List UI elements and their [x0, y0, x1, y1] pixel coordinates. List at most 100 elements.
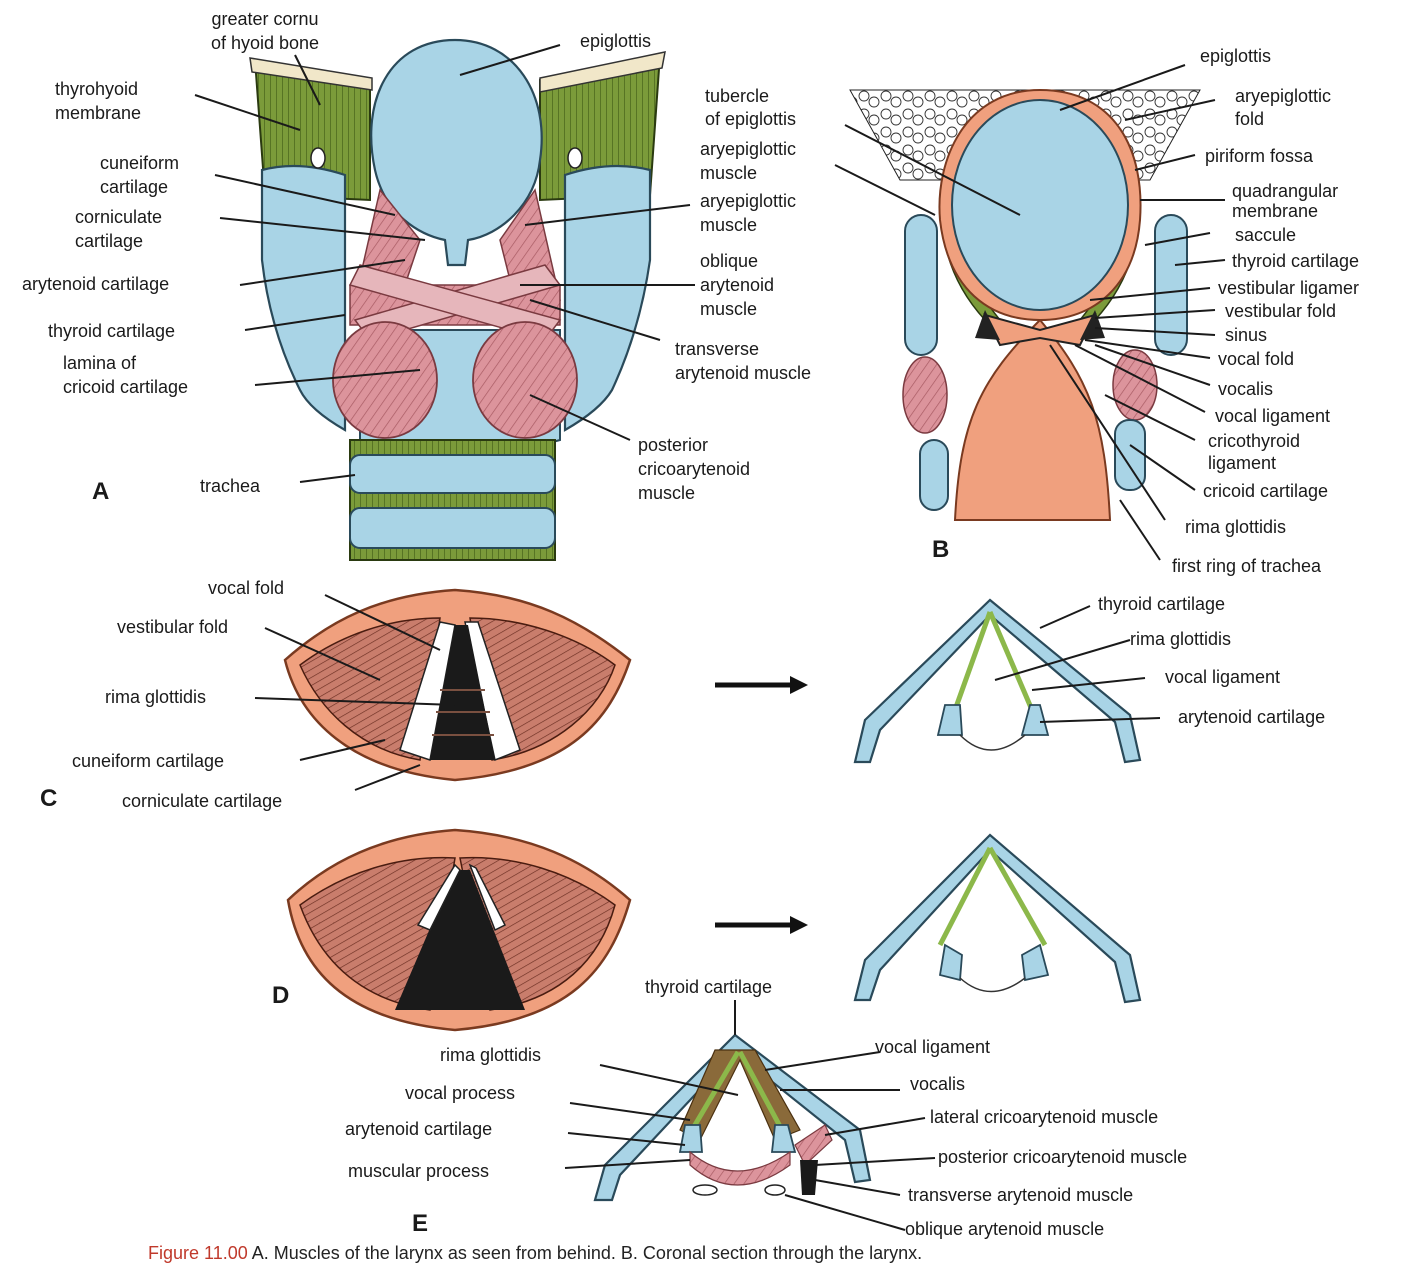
arrow-d-head	[790, 916, 808, 934]
panel-label-e: E	[412, 1210, 428, 1238]
label-thyroid-cartilage-a: thyroid cartilage	[48, 320, 175, 343]
label-vocal-ligament-c: vocal ligament	[1165, 666, 1280, 689]
label-thyrohyoid: thyrohyoid	[55, 78, 138, 101]
label-arytenoid-cartilage-a: arytenoid cartilage	[22, 273, 169, 296]
label-piriform-fossa: piriform fossa	[1205, 145, 1313, 168]
label-posterior: posterior	[638, 434, 708, 457]
epiglottis-b	[952, 100, 1128, 310]
label-epiglottis-a: epiglottis	[580, 30, 651, 53]
label-transverse: transverse	[675, 338, 759, 361]
label-tubercle: tubercle	[705, 85, 769, 108]
posterior-cricoarytenoid-left	[333, 322, 437, 438]
label-corniculate: corniculate	[75, 206, 162, 229]
label-vestibular-fold-c: vestibular fold	[117, 616, 228, 639]
label-posterior-muscle: muscle	[638, 482, 695, 505]
label-rima-glottidis-e: rima glottidis	[440, 1044, 541, 1067]
label-aryepiglottic-a: aryepiglottic	[700, 190, 796, 213]
label-vocal-fold-b: vocal fold	[1218, 348, 1294, 371]
lateral-cricoarytenoid-e	[795, 1125, 832, 1165]
label-first-ring: first ring of trachea	[1172, 555, 1321, 578]
label-corniculate-cartilage-c: corniculate cartilage	[122, 790, 282, 813]
label-quadrangular-membrane: membrane	[1232, 200, 1318, 223]
label-epiglottis-b: epiglottis	[1200, 45, 1271, 68]
transverse-arytenoid-e	[690, 1152, 790, 1185]
label-sinus: sinus	[1225, 324, 1267, 347]
thyroid-cartilage-left	[262, 166, 345, 430]
label-rima-glottidis-b: rima glottidis	[1185, 516, 1286, 539]
leader-lines-e	[565, 1000, 935, 1230]
label-thyroid-cartilage-b: thyroid cartilage	[1232, 250, 1359, 273]
thyroid-cartilage-b-left	[905, 215, 937, 355]
panel-c-glottis-view	[255, 590, 1160, 790]
label-oblique: oblique	[700, 250, 758, 273]
cricoid-cartilage-b-left	[920, 440, 948, 510]
figure-caption-text: A. Muscles of the larynx as seen from be…	[252, 1243, 922, 1263]
label-vocalis-e: vocalis	[910, 1073, 965, 1096]
label-lateral-cricoarytenoid: lateral cricoarytenoid muscle	[930, 1106, 1158, 1129]
label-aryepiglottic-muscle-b: muscle	[700, 162, 757, 185]
posterior-cricoarytenoid-right	[473, 322, 577, 438]
label-muscular-process: muscular process	[348, 1160, 489, 1183]
label-of-epiglottis: of epiglottis	[705, 108, 796, 131]
figure-caption: Figure 11.00 A. Muscles of the larynx as…	[148, 1243, 922, 1264]
label-arytenoid-cartilage-c: arytenoid cartilage	[1178, 706, 1325, 729]
label-vocal-process: vocal process	[405, 1082, 515, 1105]
label-rima-glottidis-c-right: rima glottidis	[1130, 628, 1231, 651]
label-vestibular-ligament: vestibular ligamer	[1218, 277, 1359, 300]
arytenoid-schematic-c-left	[938, 705, 962, 735]
label-aryepiglottic-fold: aryepiglottic	[1235, 85, 1331, 108]
label-trachea: trachea	[200, 475, 260, 498]
cricoid-arc-d	[960, 978, 1025, 992]
cricoid-ring-e-left	[693, 1185, 717, 1195]
tracheal-ring-2	[350, 508, 555, 548]
label-posterior-cricoarytenoid: posterior cricoarytenoid muscle	[938, 1146, 1187, 1169]
label-corniculate-cartilage: cartilage	[75, 230, 143, 253]
label-lamina-of: lamina of	[63, 352, 136, 375]
label-oblique-muscle: muscle	[700, 298, 757, 321]
label-vocal-ligament-e: vocal ligament	[875, 1036, 990, 1059]
figure-number: Figure 11.00	[148, 1243, 248, 1263]
label-oblique-arytenoid: arytenoid	[700, 274, 774, 297]
label-cricothyroid-ligament: ligament	[1208, 452, 1276, 475]
label-aryepiglottic-muscle-a: muscle	[700, 214, 757, 237]
label-cricoid-cartilage-a: cricoid cartilage	[63, 376, 188, 399]
arytenoid-schematic-c-right	[1022, 705, 1048, 735]
label-cricothyroid: cricothyroid	[1208, 430, 1300, 453]
label-of-hyoid-bone: of hyoid bone	[175, 32, 355, 55]
cricoid-arc-c	[960, 735, 1025, 750]
label-membrane-a: membrane	[55, 102, 141, 125]
cricothyroid-muscle-b-left	[903, 357, 947, 433]
label-cricoarytenoid: cricoarytenoid	[638, 458, 750, 481]
label-cuneiform-cartilage-c: cuneiform cartilage	[72, 750, 224, 773]
label-thyroid-cartilage-e: thyroid cartilage	[645, 976, 772, 999]
label-fold: fold	[1235, 108, 1264, 131]
label-transverse-arytenoid: transverse arytenoid muscle	[908, 1184, 1133, 1207]
label-thyroid-cartilage-c: thyroid cartilage	[1098, 593, 1225, 616]
label-vocal-fold-c: vocal fold	[208, 577, 284, 600]
arytenoid-schematic-d-left	[940, 945, 962, 980]
label-saccule: saccule	[1235, 224, 1296, 247]
panel-label-a: A	[92, 478, 109, 506]
label-vocalis-b: vocalis	[1218, 378, 1273, 401]
label-cuneiform-cartilage: cartilage	[100, 176, 168, 199]
panel-label-d: D	[272, 982, 289, 1010]
label-cricoid-cartilage-b: cricoid cartilage	[1203, 480, 1328, 503]
tracheal-ring-1	[350, 455, 555, 493]
cricoid-ring-e-right	[765, 1185, 785, 1195]
label-arytenoid-cartilage-e: arytenoid cartilage	[345, 1118, 492, 1141]
foramen-left	[311, 148, 325, 168]
label-aryepiglottic-b: aryepiglottic	[700, 138, 796, 161]
panel-label-b: B	[932, 536, 949, 564]
label-greater-cornu: greater cornu	[175, 8, 355, 31]
label-transverse-arytenoid-muscle: arytenoid muscle	[675, 362, 811, 385]
panel-b-coronal-section	[835, 65, 1225, 560]
arrow-c-head	[790, 676, 808, 694]
thyroid-cartilage-right	[565, 166, 650, 430]
panel-label-c: C	[40, 785, 57, 813]
label-cuneiform: cuneiform	[100, 152, 179, 175]
cricoid-cartilage-b-right	[1115, 420, 1145, 490]
label-rima-glottidis-c: rima glottidis	[105, 686, 206, 709]
label-oblique-arytenoid: oblique arytenoid muscle	[905, 1218, 1104, 1241]
label-vestibular-fold-b: vestibular fold	[1225, 300, 1336, 323]
panel-e-muscles-schematic	[565, 1000, 935, 1230]
